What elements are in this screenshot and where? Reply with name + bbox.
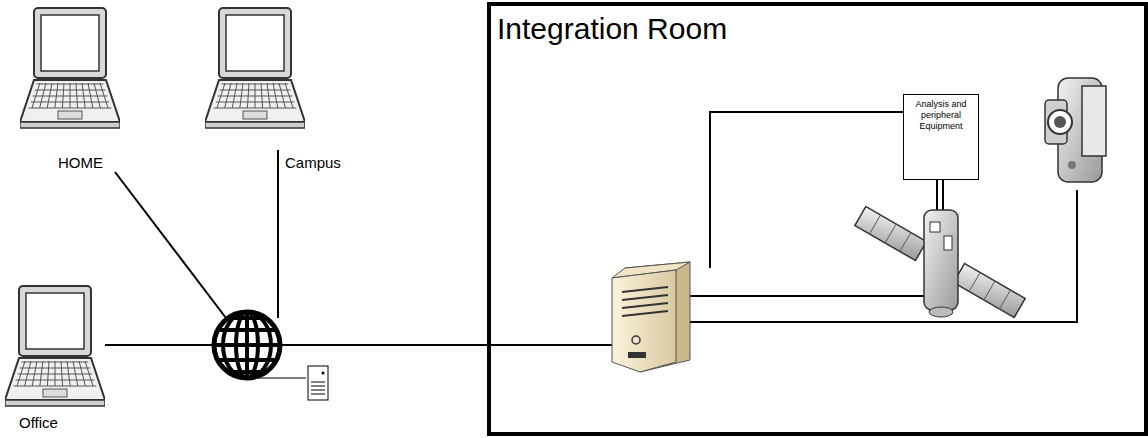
equipment-box: Analysis and peripheral Equipment xyxy=(903,94,979,180)
computer-label: HOME xyxy=(58,154,103,172)
box-label: Analysis and peripheral Equipment xyxy=(907,99,975,132)
campus-laptop: Campus xyxy=(205,4,340,179)
satellite-icon xyxy=(855,206,1025,317)
laptop-icon xyxy=(20,4,120,134)
office-laptop: Office xyxy=(5,282,115,436)
laptop-icon xyxy=(205,4,305,134)
home-laptop: HOME xyxy=(20,4,125,179)
room-title: Integration Room xyxy=(497,12,727,46)
globe-icon xyxy=(210,310,284,380)
integration-room: Integration RoomAnalysis and peripheral … xyxy=(487,2,1148,436)
camera-icon xyxy=(1045,78,1106,182)
server-tower xyxy=(612,262,690,372)
computer-label: Campus xyxy=(285,154,341,172)
satellite-body xyxy=(924,210,958,317)
small-server-icon xyxy=(308,366,328,400)
laptop-icon xyxy=(5,282,105,412)
computer-label: Office xyxy=(19,414,58,432)
